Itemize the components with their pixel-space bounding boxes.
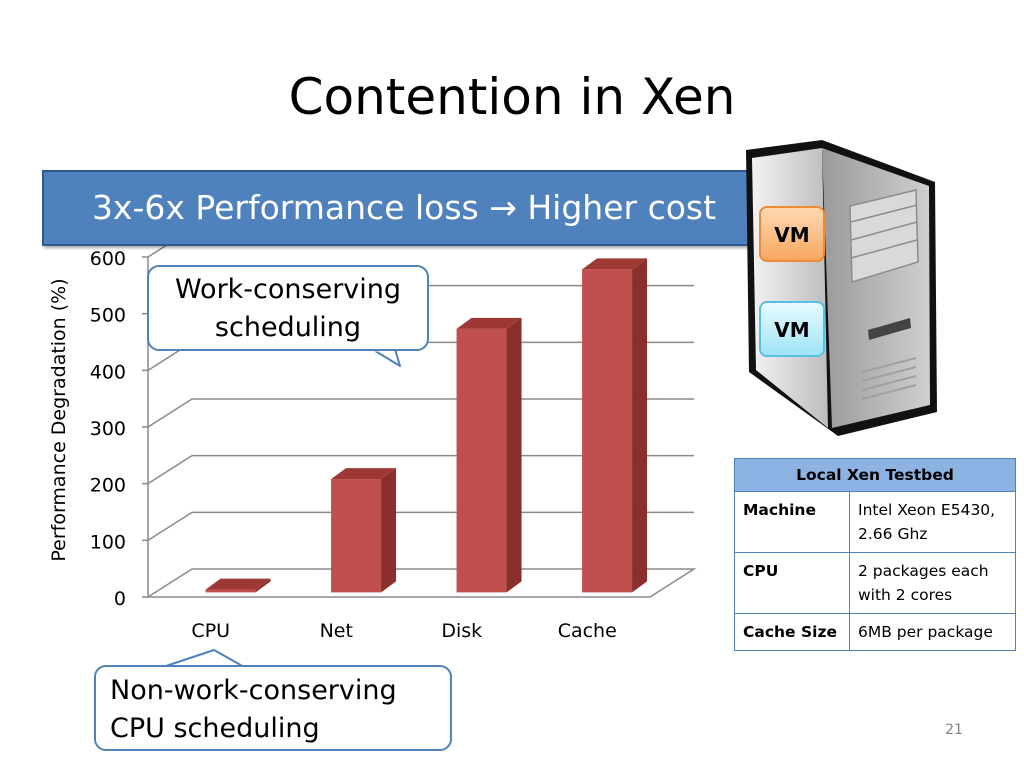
testbed-table: Local Xen Testbed Machine Intel Xeon E54… [734, 458, 1016, 651]
bar-side [255, 578, 271, 593]
y-tick-label: 300 [90, 418, 126, 440]
gridline [147, 454, 694, 485]
x-tick-labels: CPU Net Disk Cache [191, 620, 616, 642]
bar-top [456, 317, 522, 329]
x-tick-label: Disk [441, 620, 482, 642]
x-tick-label: Net [320, 620, 353, 642]
testbed-title: Local Xen Testbed [734, 458, 1016, 492]
row-value: Intel Xeon E5430, 2.66 Ghz [849, 491, 1016, 553]
y-tick-labels: 0 100 200 300 400 500 600 [90, 248, 126, 610]
callout-top-line-2: scheduling [214, 312, 362, 343]
x-tick-label: CPU [191, 620, 230, 642]
gridline [147, 511, 694, 541]
y-tick-label: 200 [90, 475, 126, 497]
page-number: 21 [945, 722, 963, 738]
gridline [147, 398, 694, 428]
row-key: CPU [734, 552, 850, 614]
bar [456, 328, 507, 593]
vm-box-2: VM [759, 301, 825, 357]
bar-top [331, 468, 397, 480]
callout-bottom-line-1: Non-work-conserving [110, 675, 397, 706]
row-value: 2 packages each with 2 cores [849, 552, 1016, 614]
y-tick-label: 400 [90, 361, 126, 383]
performance-banner: 3x-6x Performance loss → Higher cost [42, 170, 766, 246]
row-value: 6MB per package [849, 613, 1016, 651]
bar-side [506, 317, 522, 593]
table-row: Cache Size 6MB per package [734, 613, 1016, 651]
bar [582, 269, 633, 593]
work-conserving-callout: Work-conserving scheduling [147, 265, 429, 351]
bar [331, 479, 382, 593]
bar-top [205, 578, 271, 590]
y-tick-label: 500 [90, 305, 126, 327]
row-key: Cache Size [734, 613, 850, 651]
slide-title: Contention in Xen [288, 68, 736, 126]
row-key: Machine [734, 491, 850, 553]
y-tick-label: 0 [114, 588, 126, 610]
bar-top [582, 258, 648, 270]
y-tick-label: 600 [90, 248, 126, 270]
callout-bottom-line-2: CPU scheduling [110, 713, 320, 744]
table-row: CPU 2 packages each with 2 cores [734, 552, 1016, 614]
table-header-row: Local Xen Testbed [734, 458, 1016, 492]
callout-top-line-1: Work-conserving [174, 274, 402, 305]
bar-side [632, 258, 648, 593]
chart-bars [205, 258, 648, 593]
y-tick-label: 100 [90, 531, 126, 553]
table-row: Machine Intel Xeon E5430, 2.66 Ghz [734, 491, 1016, 553]
bar-side [381, 468, 397, 593]
chart-floor [145, 568, 697, 598]
x-tick-label: Cache [558, 620, 617, 642]
non-work-conserving-callout: Non-work-conserving CPU scheduling [94, 665, 452, 751]
vm-box-1: VM [759, 206, 825, 262]
bar [205, 589, 256, 593]
